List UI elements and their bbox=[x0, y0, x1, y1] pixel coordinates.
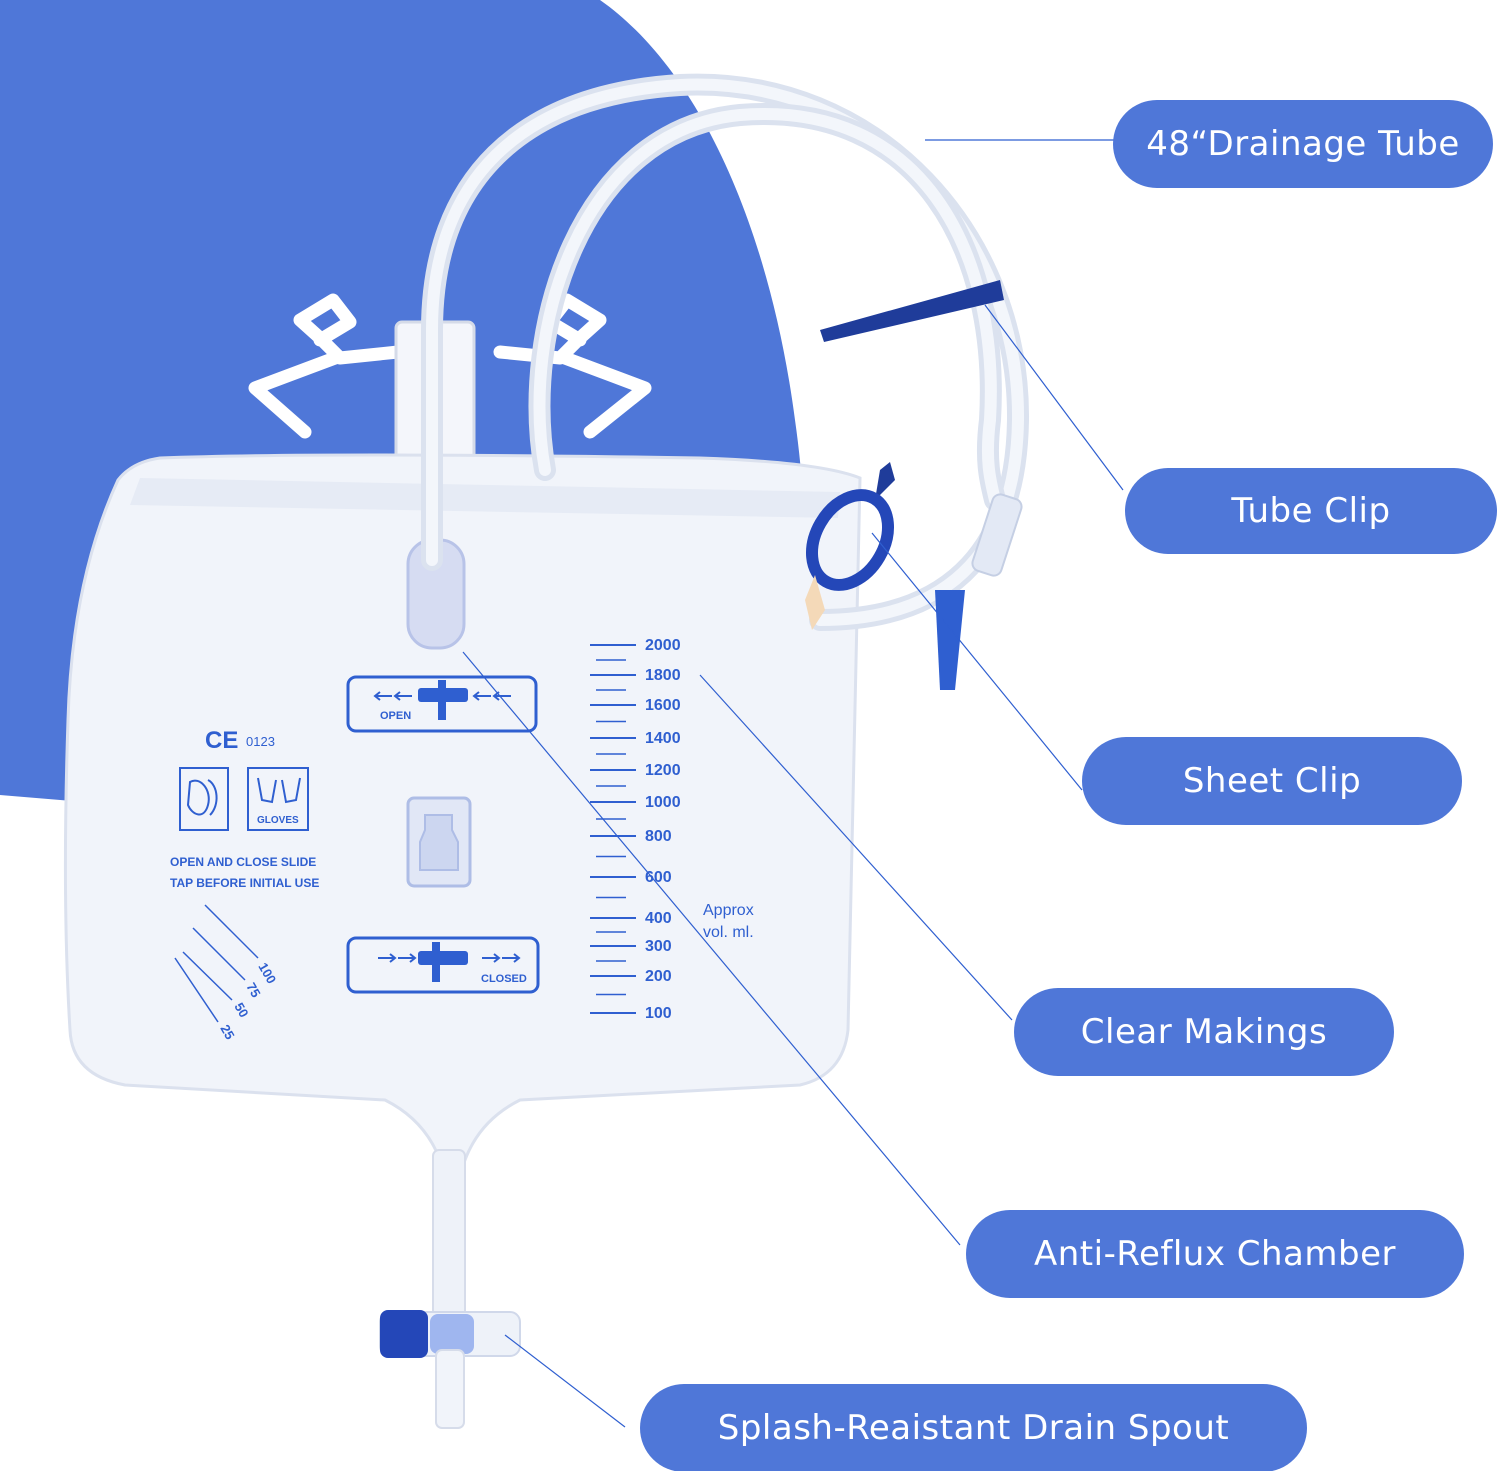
sample-port-window bbox=[419, 814, 459, 871]
open-label: OPEN bbox=[380, 710, 411, 722]
tube-end-connector bbox=[935, 493, 1023, 690]
scale-label: 100 bbox=[645, 1005, 672, 1022]
closed-indicator-box bbox=[346, 936, 540, 994]
scale-label: 2000 bbox=[645, 637, 681, 654]
callout-drainage-tube: 48“Drainage Tube bbox=[1113, 100, 1493, 188]
closed-label: CLOSED bbox=[481, 973, 527, 985]
callout-drain-spout: Splash-Reaistant Drain Spout bbox=[640, 1384, 1307, 1471]
scale-label: 1000 bbox=[645, 794, 681, 811]
ce-number: 0123 bbox=[246, 734, 275, 749]
open-slider-stem bbox=[438, 680, 446, 720]
small-scale-label: 50 bbox=[231, 1000, 251, 1020]
gloves-icon bbox=[247, 767, 309, 831]
scale-label: 300 bbox=[645, 938, 672, 955]
drain-outlet bbox=[379, 1149, 521, 1429]
callout-leader-lines bbox=[462, 139, 1124, 1428]
open-indicator-box bbox=[346, 675, 538, 733]
sheet-clip bbox=[805, 462, 895, 630]
scale-label: 600 bbox=[645, 869, 672, 886]
small-scale-label: 25 bbox=[217, 1022, 237, 1042]
hand-wash-icon bbox=[179, 767, 229, 831]
scale-label: 800 bbox=[645, 828, 672, 845]
ce-mark: CE bbox=[205, 727, 238, 754]
instruction-line-1: OPEN AND CLOSE SLIDE bbox=[170, 855, 316, 869]
closed-slider-stem bbox=[432, 942, 440, 982]
scale-label: 1200 bbox=[645, 762, 681, 779]
approx-label-1: Approx bbox=[703, 902, 754, 919]
callout-anti-reflux-chamber: Anti-Reflux Chamber bbox=[966, 1210, 1464, 1298]
tube-clip bbox=[820, 280, 1004, 342]
scale-label: 1600 bbox=[645, 697, 681, 714]
volume-scale: 2000 1800 1600 1400 1200 1000 800 600 400 300 200 1… bbox=[590, 637, 681, 1022]
closed-slider bbox=[418, 951, 468, 965]
scale-label: 1400 bbox=[645, 730, 681, 747]
callout-tube-clip: Tube Clip bbox=[1125, 468, 1497, 554]
bag-seal-band bbox=[130, 478, 840, 518]
small-scale-lines bbox=[174, 904, 259, 1023]
gloves-label: GLOVES bbox=[257, 815, 299, 826]
callout-sheet-clip: Sheet Clip bbox=[1082, 737, 1462, 825]
closed-arrows bbox=[378, 953, 521, 963]
small-scale-label: 75 bbox=[243, 980, 263, 1000]
instruction-line-2: TAP BEFORE INITIAL USE bbox=[170, 876, 319, 890]
scale-label: 200 bbox=[645, 968, 672, 985]
scale-label: 400 bbox=[645, 910, 672, 927]
scale-label: 1800 bbox=[645, 667, 681, 684]
approx-label-2: vol. ml. bbox=[703, 924, 754, 941]
callout-clear-markings: Clear Makings bbox=[1014, 988, 1394, 1076]
